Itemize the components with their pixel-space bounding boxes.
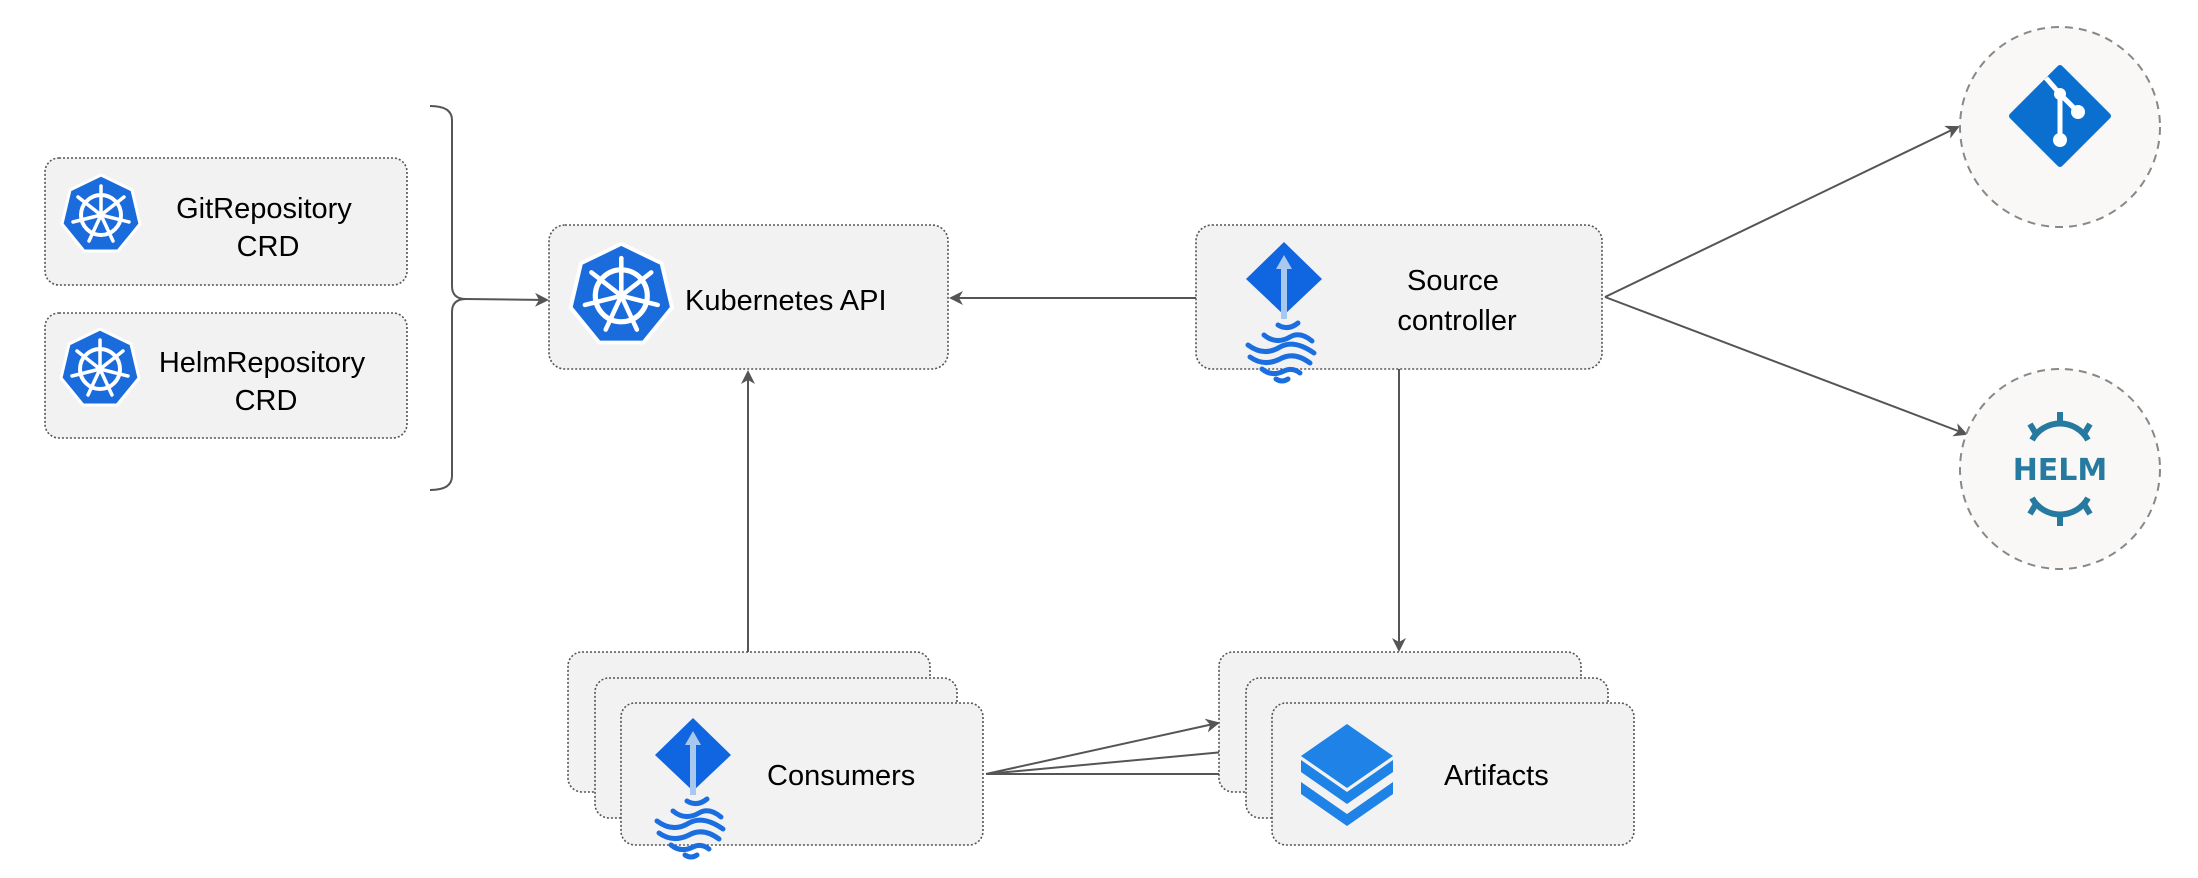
- edge-source-to-helm: [1604, 296, 1968, 437]
- edge-crds-to-api: [465, 292, 549, 307]
- node-gitrepository-crd[interactable]: GitRepository CRD: [44, 157, 408, 286]
- node-source-controller[interactable]: Source controller: [1195, 224, 1603, 381]
- node-helmrepository-crd[interactable]: HelmRepository CRD: [44, 312, 408, 439]
- brace-connector: [429, 105, 467, 491]
- node-label: Kubernetes API: [685, 285, 887, 317]
- node-label: HelmRepository CRD: [159, 347, 373, 417]
- edge-consumers-to-artifacts-2: [985, 744, 1247, 775]
- node-helm[interactable]: HELM: [1959, 368, 2161, 570]
- edge-consumers-to-artifacts-1: [985, 718, 1220, 775]
- helm-logo-text: HELM: [2013, 453, 2108, 488]
- node-label: Artifacts: [1444, 760, 1549, 792]
- node-artifacts[interactable]: Artifacts: [1218, 651, 1635, 846]
- node-consumers[interactable]: Consumers: [567, 651, 984, 857]
- helm-icon: [2027, 412, 2093, 526]
- node-label: GitRepository CRD: [176, 193, 360, 263]
- node-label: Source controller: [1397, 265, 1517, 337]
- node-git[interactable]: [1959, 26, 2161, 228]
- node-label: Consumers: [767, 760, 915, 792]
- git-icon: [2009, 65, 2111, 167]
- node-kubernetes-api[interactable]: Kubernetes API: [548, 224, 949, 370]
- edge-source-to-git: [1604, 125, 1960, 298]
